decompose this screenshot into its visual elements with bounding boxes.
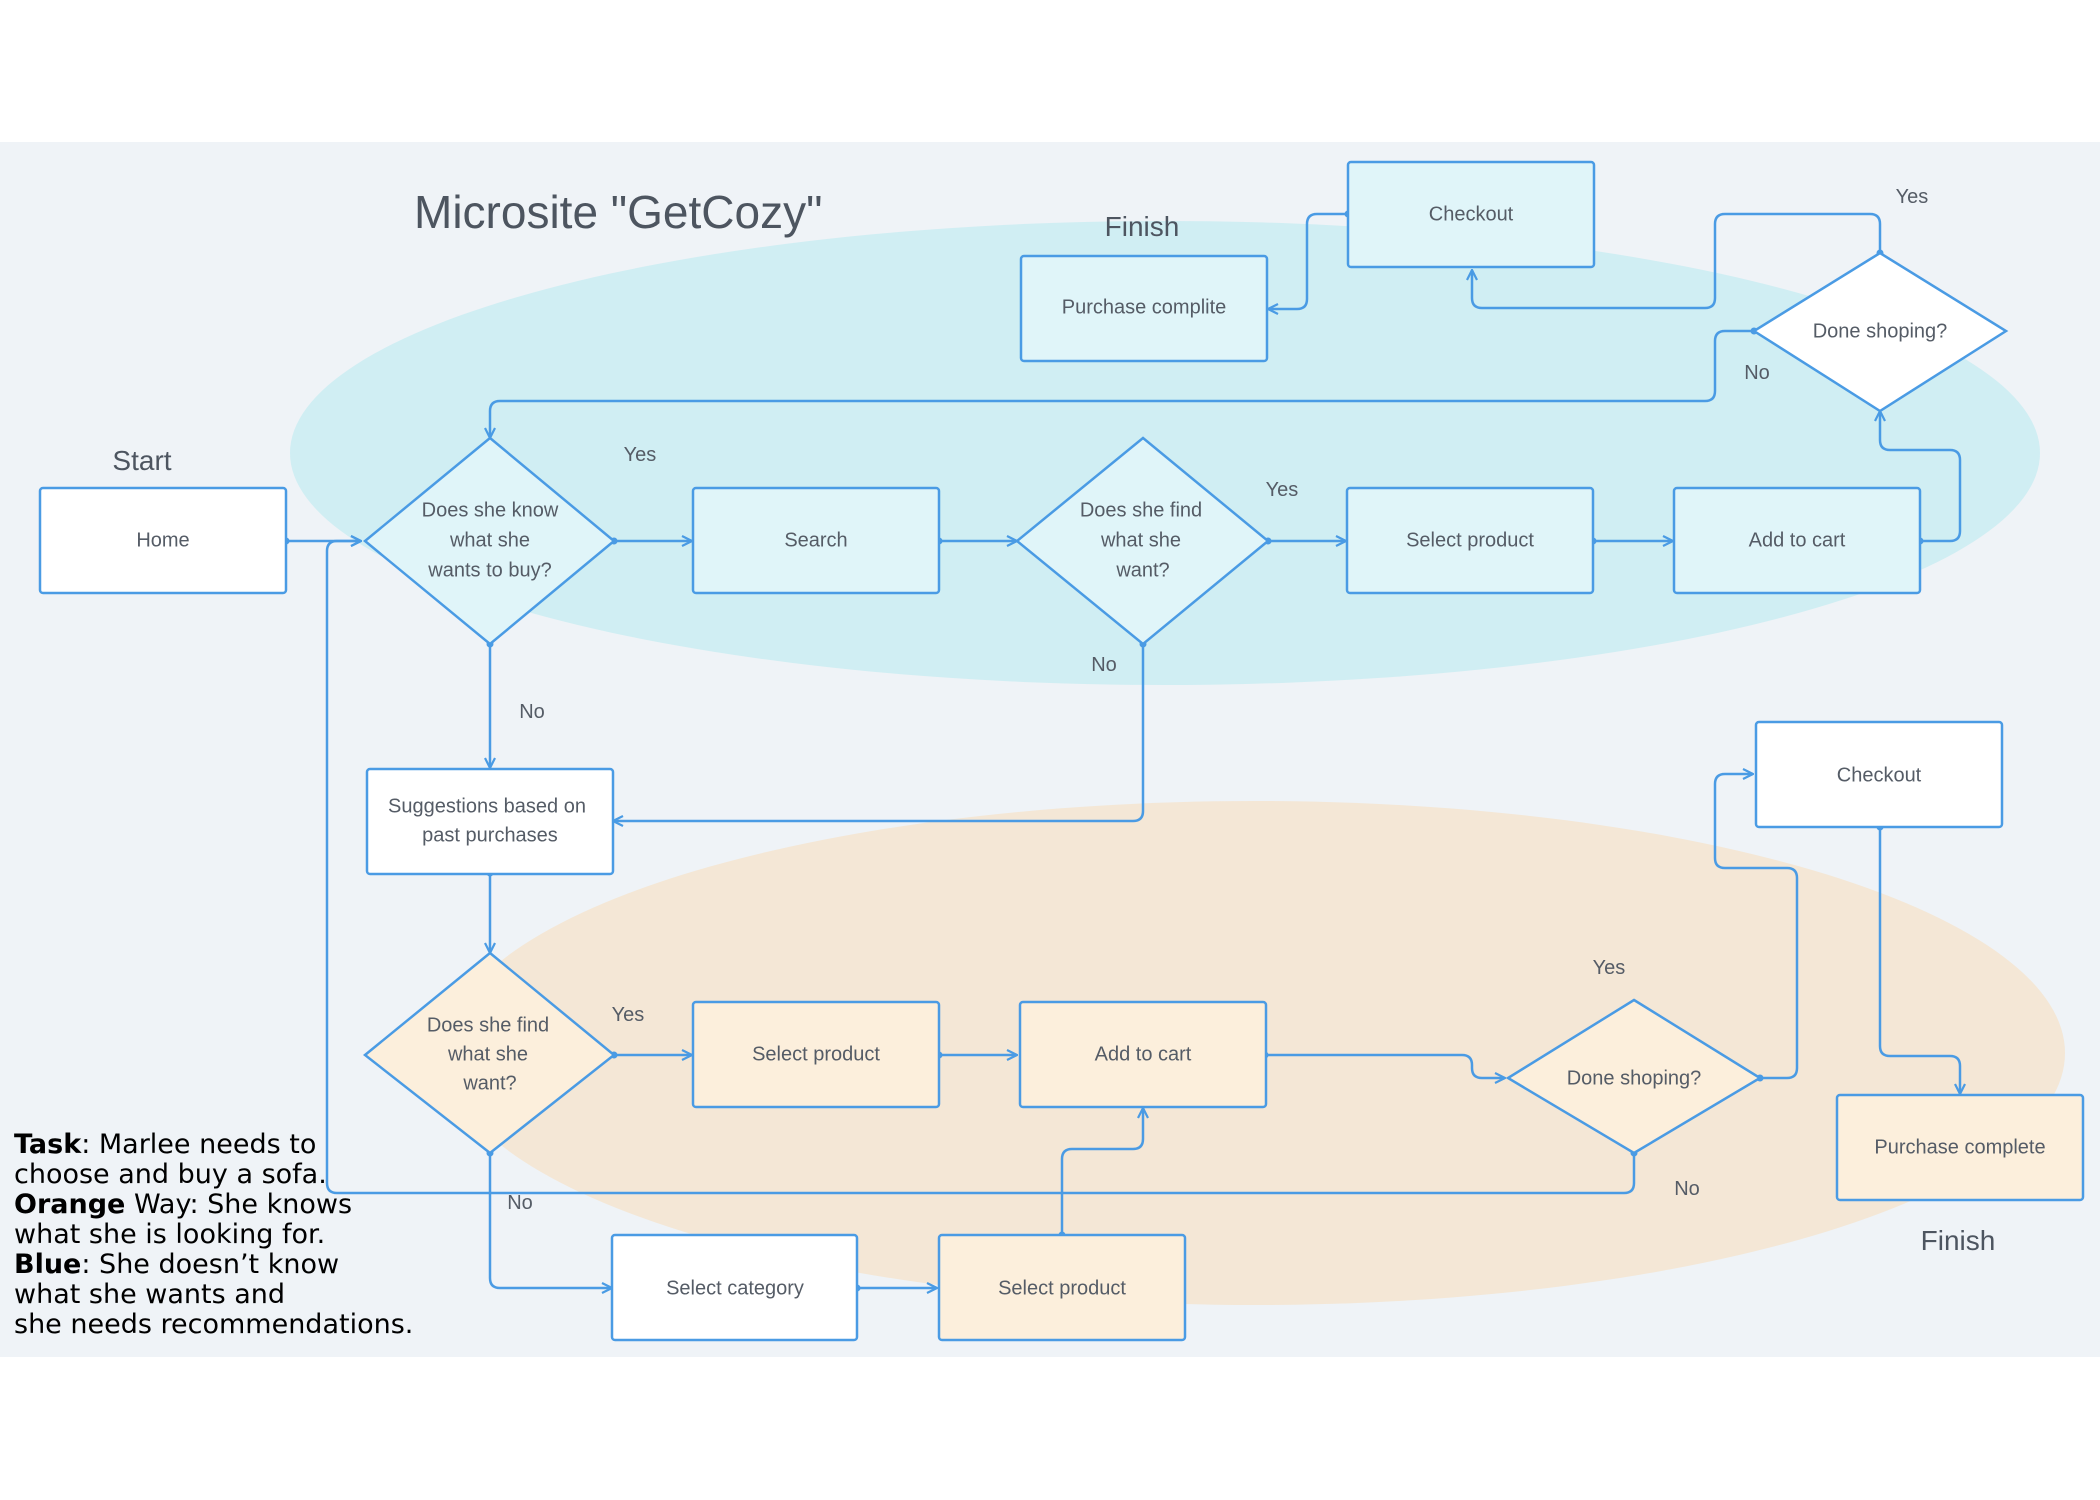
edge-done-checkout-bottom (1713, 774, 1799, 1080)
legend-blue-cont2: she needs recommendations. (14, 1309, 414, 1340)
diagram-title: Microsite "GetCozy" (414, 186, 822, 238)
select-product-mid-node (691, 1000, 941, 1109)
suggestions-line2: past purchases (422, 824, 558, 846)
legend-task: Task: Marlee needs to (14, 1129, 317, 1160)
know-decision (363, 436, 616, 646)
select-product-low-node (937, 1233, 1187, 1342)
legend-task-cont: choose and buy a sofa. (14, 1159, 327, 1190)
purchase-top-text: Purchase complite (1062, 296, 1227, 318)
edge-checkout-purchase-bottom (1878, 827, 1960, 1094)
edge-done-checkout (1472, 212, 1882, 310)
done-q-bottom-text: Done shoping? (1567, 1067, 1702, 1089)
edge-find-no-suggestions (613, 644, 1145, 821)
legend-blue: Blue: She doesn’t know (14, 1249, 340, 1280)
purchase-bottom-node (1835, 1093, 2085, 1202)
add-to-cart-bottom-text: Add to cart (1095, 1043, 1192, 1065)
find-q-bottom-line2: what she (447, 1043, 528, 1065)
edge-label-yes-find-top: Yes (1266, 479, 1299, 501)
edge-label-no-know: No (519, 701, 545, 723)
edge-cart-done (1880, 411, 1962, 543)
edge-label-no-find-top: No (1091, 654, 1117, 676)
edge-checkout-purchase (1268, 212, 1348, 309)
find-decision-top (1015, 436, 1270, 646)
edges (286, 212, 1962, 1288)
find-q-bottom-line3: want? (462, 1072, 516, 1094)
find-decision-bottom (362, 951, 616, 1155)
know-q-line2: what she (449, 529, 530, 551)
edge-label-yes-find-bottom: Yes (612, 1004, 645, 1026)
edge-find-category (488, 1153, 612, 1288)
select-product-top-node (1345, 486, 1595, 595)
edge-cart-done-bottom (1265, 1053, 1505, 1078)
add-to-cart-top-text: Add to cart (1749, 529, 1846, 551)
finish-label-top: Finish (1105, 211, 1180, 242)
know-q-line3: wants to buy? (427, 559, 551, 581)
add-to-cart-top-node (1672, 486, 1922, 595)
find-q-top-line3: want? (1115, 559, 1169, 581)
select-product-low-text: Select product (998, 1277, 1126, 1299)
select-product-top-text: Select product (1406, 529, 1534, 551)
checkout-top-text: Checkout (1429, 203, 1514, 225)
home-text: Home (136, 529, 189, 551)
know-q-line1: Does she know (422, 499, 559, 521)
edge-label-no-done-top: No (1744, 362, 1770, 384)
done-decision-bottom (1505, 998, 1763, 1155)
finish-label-bottom: Finish (1921, 1225, 1996, 1256)
find-q-top-line2: what she (1100, 529, 1181, 551)
edge-done-no-loop (490, 329, 1754, 438)
search-text: Search (784, 529, 847, 551)
legend: Task: Marlee needs to choose and buy a s… (14, 1130, 413, 1340)
legend-blue-cont: what she wants and (14, 1279, 286, 1310)
find-q-top-line1: Does she find (1080, 499, 1202, 521)
select-product-mid-text: Select product (752, 1043, 880, 1065)
select-category-text: Select category (666, 1277, 804, 1299)
suggestions-line1: Suggestions based on (388, 795, 586, 817)
find-q-bottom-line1: Does she find (427, 1014, 549, 1036)
done-q-top-text: Done shoping? (1813, 320, 1948, 342)
checkout-bottom-text: Checkout (1837, 764, 1922, 786)
done-decision-top (1751, 251, 2009, 413)
edge-label-yes-done-top: Yes (1896, 186, 1929, 208)
edge-label-no-find-bottom: No (507, 1192, 533, 1214)
purchase-bottom-text: Purchase complete (1874, 1136, 2045, 1158)
legend-orange: Orange Way: She knows (14, 1189, 353, 1220)
select-category-node (610, 1233, 859, 1342)
home-node (38, 486, 288, 595)
checkout-bottom-node (1754, 720, 2004, 829)
edge-label-no-done-bottom: No (1674, 1178, 1700, 1200)
purchase-top-node (1019, 254, 1269, 363)
edge-selectlow-cart (1060, 1108, 1143, 1235)
add-to-cart-bottom-node (1018, 1000, 1268, 1109)
checkout-top-node (1346, 160, 1596, 269)
start-label: Start (112, 445, 171, 476)
legend-orange-cont: what she is looking for. (14, 1219, 326, 1250)
edge-label-yes-done-bottom: Yes (1593, 957, 1626, 979)
edge-label-yes-know: Yes (624, 444, 657, 466)
edge-done-no-loop-bottom (325, 541, 1636, 1195)
suggestions-node (365, 767, 615, 876)
search-node (691, 486, 941, 595)
